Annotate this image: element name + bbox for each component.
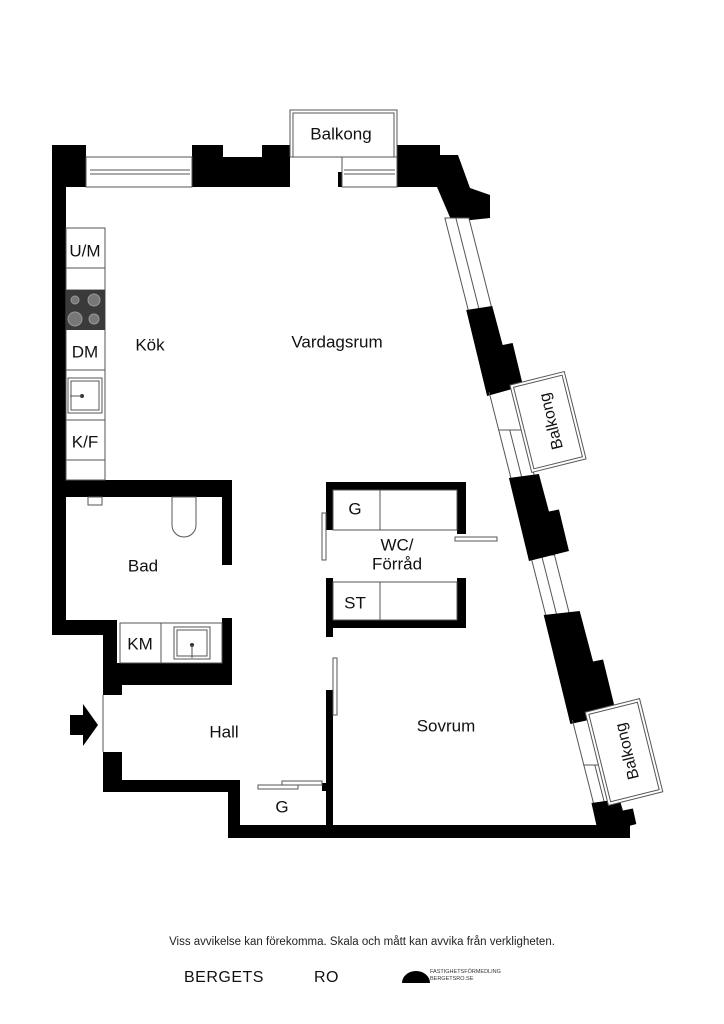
room-label-bedroom: Sovrum [417, 716, 476, 735]
wall-bedroom-left [326, 690, 333, 830]
wall-closet-left [228, 785, 240, 838]
wall-wc-left-top [326, 482, 333, 530]
disclaimer: Viss avvikelse kan förekomma. Skala och … [169, 936, 555, 948]
door [454, 536, 498, 542]
storage-label: ST [344, 593, 366, 612]
wall-wc-bottom [326, 620, 466, 628]
closet-label: G [275, 797, 288, 816]
window-pane [455, 217, 481, 313]
room-label-kitchen: Kök [135, 335, 165, 354]
laundry-counter: KM [119, 622, 223, 664]
wall-stub [338, 172, 342, 187]
toilet-icon [171, 496, 197, 538]
room-label-living: Vardagsrum [291, 332, 382, 351]
balcony-top: Balkong [289, 109, 398, 158]
wall-hall-bottom [103, 780, 240, 792]
room-label-bath: Bad [128, 556, 158, 575]
wall-stub [322, 783, 333, 791]
balcony-door [571, 719, 585, 766]
wall-wc-right-bottom [457, 578, 466, 628]
room-label-hall: Hall [209, 722, 238, 741]
wall-bath-bottom [52, 620, 117, 635]
balcony-label: Balkong [310, 124, 371, 143]
oven-micro-label: U/M [69, 241, 100, 260]
wall-stub [103, 685, 122, 695]
brand-website: BERGETSRO.SE [430, 976, 474, 982]
closet-door [257, 784, 299, 790]
balcony-right-2: Balkong [584, 698, 664, 806]
wall-wc-left-bottom [326, 578, 333, 637]
brand-tagline: FASTIGHETSFÖRMEDLING [430, 969, 501, 975]
window-pane [509, 429, 523, 481]
window [529, 554, 572, 619]
balcony-right-1: Balkong [509, 370, 587, 474]
wall-left [52, 145, 66, 635]
washer-label: KM [127, 634, 153, 653]
bedroom-door [332, 657, 338, 716]
wall-wc-top [326, 482, 466, 490]
wall-wc-right-top [457, 482, 466, 534]
closet-label: G [348, 499, 361, 518]
wall-pier [466, 306, 524, 396]
room-label-wc: WC/ [380, 535, 413, 554]
wall-corner-top-right [397, 145, 490, 222]
window-pane [540, 554, 558, 619]
windows-top [85, 156, 398, 188]
window-pane [594, 764, 607, 809]
sink-icon [173, 626, 211, 660]
closet-door [281, 780, 323, 786]
wc-cabinets [321, 489, 498, 621]
balcony-door [488, 391, 500, 431]
dishwasher-label: DM [72, 342, 98, 361]
brand-logo-left: BERGETS [184, 969, 264, 986]
diagonal-wall [444, 217, 637, 834]
wall-bottom [228, 825, 630, 838]
door [321, 512, 327, 561]
window [85, 156, 193, 188]
fridge-freezer-label: K/F [72, 432, 98, 451]
shower-icon [87, 496, 103, 506]
wall-laundry-bottom [103, 663, 232, 685]
brand-logo-mark [402, 971, 430, 983]
sink-icon [67, 377, 103, 414]
wall-top-pier [192, 145, 290, 187]
wall-pier [543, 611, 617, 724]
brand-logo-right: RO [314, 969, 339, 986]
wall-kitchen-bath [52, 480, 232, 497]
wall-pier [508, 474, 569, 561]
room-label-storage: Förråd [372, 554, 422, 573]
brand-logo-text: FASTIGHETSFÖRMEDLING BERGETSRO.SE [430, 969, 501, 983]
window [444, 217, 494, 313]
walls [52, 145, 630, 838]
window [341, 156, 398, 188]
wall-bath-right [222, 497, 232, 565]
wall-laundry-right [222, 618, 232, 685]
wall-pier [591, 799, 637, 834]
kitchen-counter: U/M DM K/F [65, 227, 106, 481]
wall-corner-top-left [52, 145, 86, 187]
entrance-arrow-icon [70, 704, 98, 746]
